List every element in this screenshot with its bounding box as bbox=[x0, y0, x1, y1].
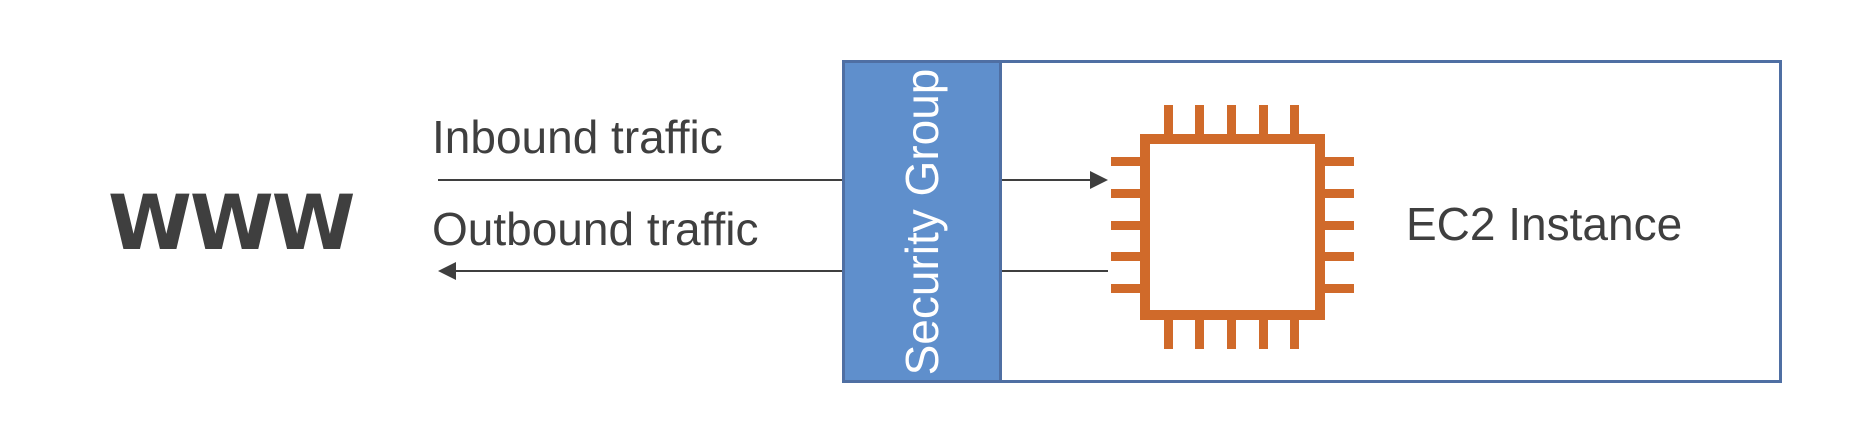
chip-body bbox=[1140, 134, 1325, 320]
inbound-connector-line bbox=[1002, 179, 1090, 181]
chip-pins-right bbox=[1325, 157, 1354, 293]
inbound-arrow-line bbox=[438, 179, 844, 181]
www-label: WWW bbox=[108, 178, 356, 267]
chip-pins-bottom bbox=[1164, 320, 1299, 349]
processor-chip-icon bbox=[1111, 105, 1354, 349]
ec2-instance-label: EC2 Instance bbox=[1406, 198, 1683, 250]
outbound-traffic-label: Outbound traffic bbox=[432, 203, 759, 255]
chip-pins-left bbox=[1111, 157, 1140, 293]
security-group-label: Security Group bbox=[896, 68, 948, 375]
inbound-arrowhead bbox=[1090, 171, 1108, 189]
outbound-arrowhead bbox=[438, 262, 456, 280]
security-group: Security Group bbox=[842, 60, 1002, 383]
outbound-arrow-line bbox=[456, 270, 844, 272]
chip-pins-top bbox=[1164, 105, 1299, 134]
outbound-connector-line bbox=[1002, 270, 1108, 272]
inbound-traffic-label: Inbound traffic bbox=[432, 111, 723, 163]
